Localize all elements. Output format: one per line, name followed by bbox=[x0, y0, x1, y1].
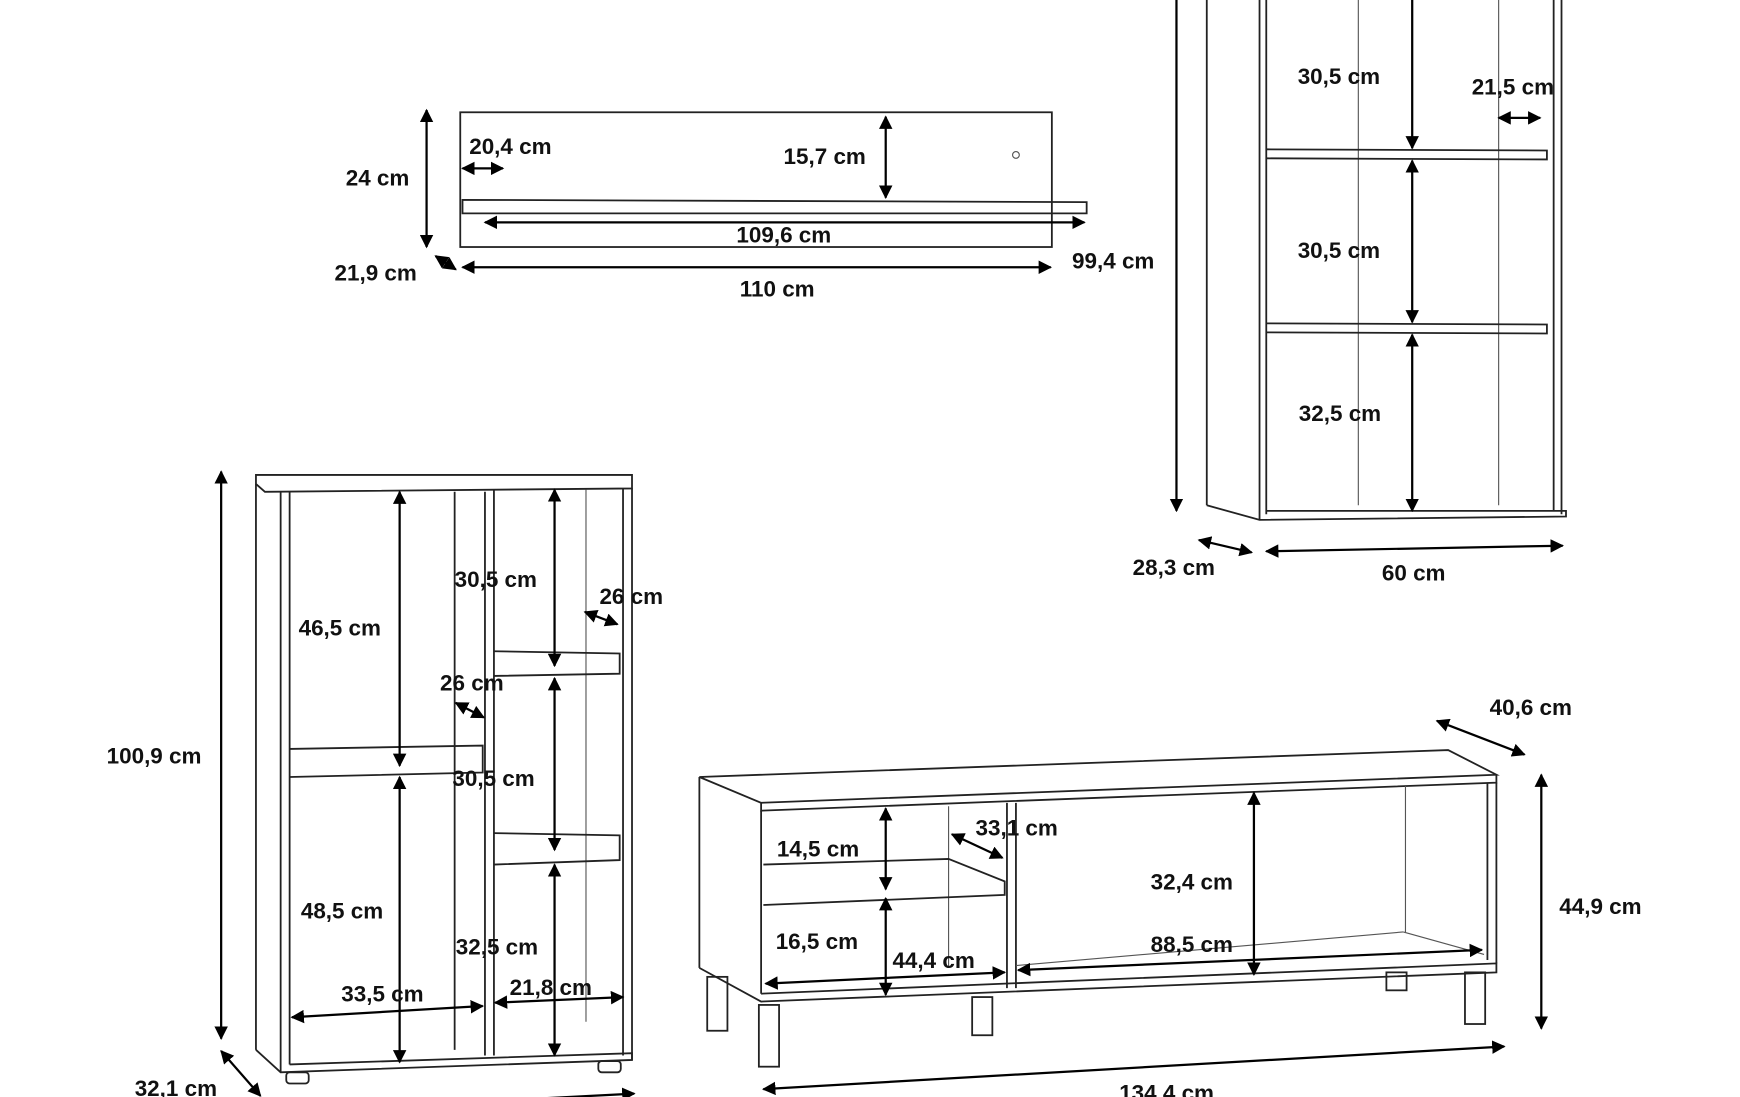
dim-label: 44,4 cm bbox=[892, 948, 974, 973]
dim-label: 100,9 cm bbox=[107, 744, 202, 769]
dim-label: 33,5 cm bbox=[341, 982, 423, 1007]
dim-label: 28,3 cm bbox=[1133, 555, 1215, 580]
dim-label: 40,6 cm bbox=[1490, 695, 1572, 720]
dim-label: 24 cm bbox=[346, 165, 410, 190]
dim-label: 32,5 cm bbox=[1299, 401, 1381, 426]
dim-label: 60 cm bbox=[1382, 560, 1446, 585]
dim-label: 16,5 cm bbox=[776, 929, 858, 954]
dim-label: 26 cm bbox=[440, 671, 504, 696]
mounting-hole-icon bbox=[1012, 151, 1020, 159]
dim-label: 32,4 cm bbox=[1151, 869, 1233, 894]
dim-label: 48,5 cm bbox=[301, 898, 383, 923]
dim-label: 30,5 cm bbox=[455, 567, 537, 592]
dim-label: 14,5 cm bbox=[777, 837, 859, 862]
dim-label: 46,5 cm bbox=[299, 616, 381, 641]
shelf-back-panel bbox=[459, 111, 1053, 248]
dim-label: 44,9 cm bbox=[1559, 894, 1641, 919]
dim-label: 21,9 cm bbox=[335, 261, 417, 286]
dim-label: 109,6 cm bbox=[736, 223, 831, 248]
dim-label: 32,5 cm bbox=[456, 934, 538, 959]
dim-label: 15,7 cm bbox=[784, 144, 866, 169]
dim-label: 30,5 cm bbox=[1298, 238, 1380, 263]
dim-label: 99,4 cm bbox=[1072, 248, 1154, 273]
dim-label: 20,4 cm bbox=[469, 134, 551, 159]
dim-label: 26 cm bbox=[599, 584, 663, 609]
tv-unit: 40,6 cm 44,9 cm 134,4 cm 14,5 cm 16,5 cm… bbox=[698, 695, 1642, 1097]
dim-label: 88,5 cm bbox=[1151, 932, 1233, 957]
wall-shelf: 24 cm 20,4 cm 15,7 cm 109,6 cm 21,9 cm 1… bbox=[335, 108, 1088, 301]
dim-label: 33,1 cm bbox=[976, 815, 1058, 840]
bookcase: 100,9 cm 46,5 cm 48,5 cm 30,5 cm 30,5 cm… bbox=[107, 470, 663, 1097]
dim-label: 30,5 cm bbox=[1298, 64, 1380, 89]
dim-label: 21,5 cm bbox=[1472, 74, 1554, 99]
tall-cabinet: 99,4 cm 30,5 cm 30,5 cm 32,5 cm 21,5 cm … bbox=[1072, 0, 1567, 586]
dim-label: 134,4 cm bbox=[1119, 1080, 1214, 1097]
shelf-plank bbox=[461, 198, 1088, 215]
dim-label: 30,5 cm bbox=[452, 766, 534, 791]
dim-label: 21,8 cm bbox=[510, 975, 592, 1000]
dim-label: 32,1 cm bbox=[135, 1076, 217, 1097]
dim-label: 110 cm bbox=[740, 276, 815, 301]
